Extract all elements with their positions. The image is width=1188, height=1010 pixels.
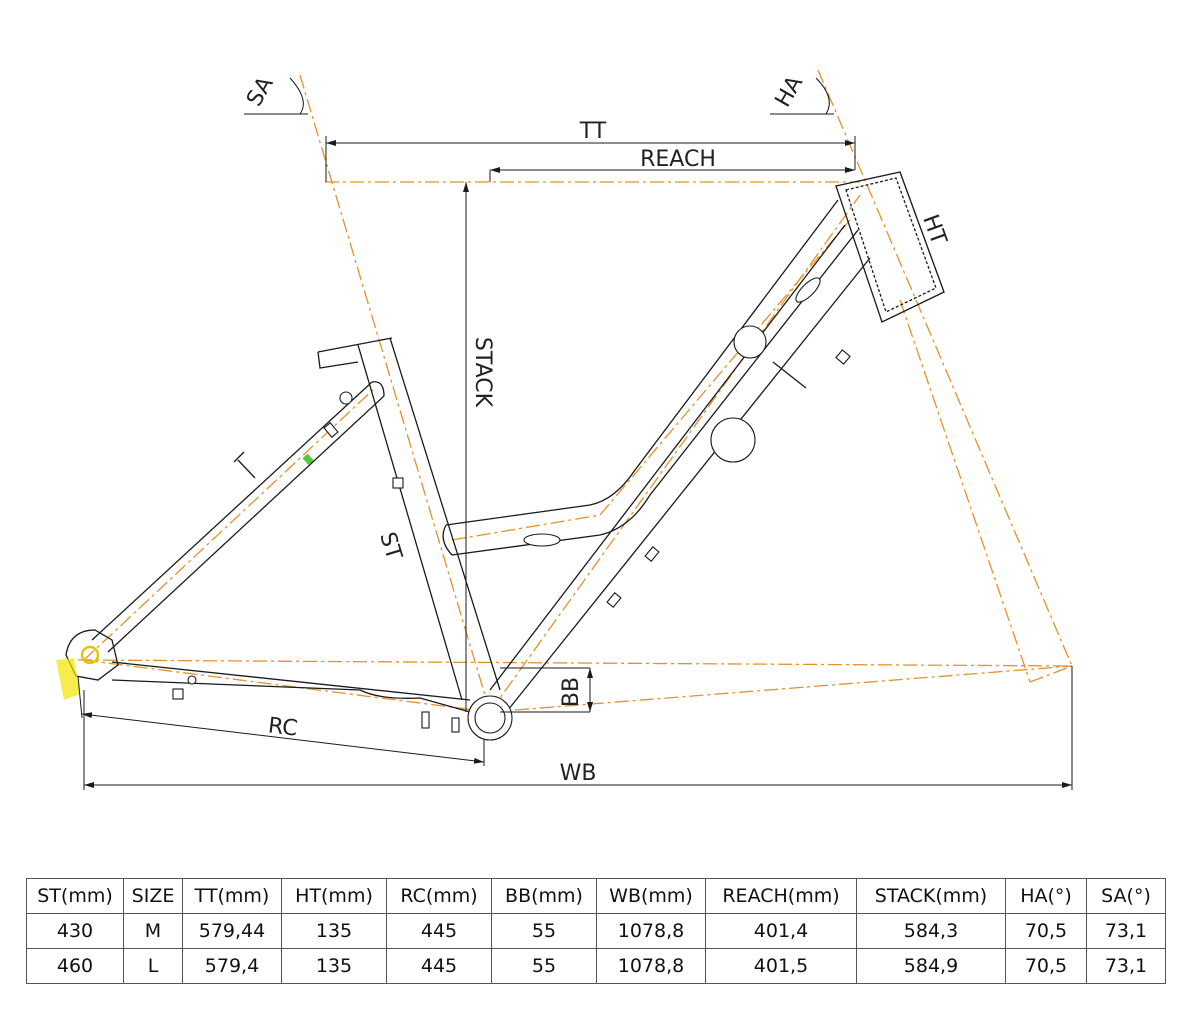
label-bb: BB — [559, 677, 584, 707]
table-header: REACH(mm) — [705, 878, 857, 914]
table-header: HT(mm) — [281, 878, 387, 914]
geometry-lines — [77, 69, 1073, 713]
dimension-lines — [77, 77, 1073, 790]
table-header: ST(mm) — [26, 878, 124, 914]
label-ht: HT — [917, 211, 951, 248]
label-stack: STACK — [470, 337, 495, 408]
table-cell: 445 — [386, 948, 492, 984]
label-wb: WB — [560, 761, 597, 786]
table-row: 430 M 579,44 135 445 55 1078,8 401,4 584… — [26, 913, 1166, 949]
geometry-table: ST(mm) SIZE TT(mm) HT(mm) RC(mm) BB(mm) … — [26, 878, 1166, 984]
table-header: WB(mm) — [596, 878, 706, 914]
table-cell: M — [123, 913, 183, 949]
table-header: TT(mm) — [182, 878, 282, 914]
label-st: ST — [374, 529, 406, 563]
frame-outline — [56, 171, 945, 741]
table-header-row: ST(mm) SIZE TT(mm) HT(mm) RC(mm) BB(mm) … — [26, 878, 1166, 914]
table-cell: 460 — [26, 948, 124, 984]
label-sa: SA — [242, 73, 278, 111]
table-cell: 70,5 — [1005, 913, 1087, 949]
table-cell: 579,44 — [182, 913, 282, 949]
table-cell: 401,4 — [705, 913, 857, 949]
table-cell: 73,1 — [1086, 948, 1166, 984]
table-cell: 579,4 — [182, 948, 282, 984]
table-cell: L — [123, 948, 183, 984]
table-cell: 55 — [491, 913, 597, 949]
table-cell: 401,5 — [705, 948, 857, 984]
table-cell: 584,3 — [856, 913, 1006, 949]
bike-frame-diagram: SA HA TT REACH HT STACK ST BB RC WB — [56, 69, 1073, 790]
table-cell: 70,5 — [1005, 948, 1087, 984]
table-cell: 1078,8 — [596, 948, 706, 984]
table-header: HA(°) — [1005, 878, 1087, 914]
table-row: 460 L 579,4 135 445 55 1078,8 401,5 584,… — [26, 948, 1166, 984]
cable-guide-icon — [302, 453, 314, 465]
dropout-highlight — [56, 658, 80, 700]
table-cell: 73,1 — [1086, 913, 1166, 949]
table-header: SA(°) — [1086, 878, 1166, 914]
label-reach: REACH — [640, 147, 716, 172]
table-cell: 584,9 — [856, 948, 1006, 984]
table-cell: 55 — [491, 948, 597, 984]
label-tt: TT — [579, 119, 607, 144]
label-ha: HA — [771, 72, 808, 112]
table-cell: 1078,8 — [596, 913, 706, 949]
label-rc: RC — [267, 713, 299, 741]
table-cell: 445 — [386, 913, 492, 949]
table-cell: 135 — [281, 913, 387, 949]
table-header: SIZE — [123, 878, 183, 914]
table-header: STACK(mm) — [856, 878, 1006, 914]
table-header: BB(mm) — [491, 878, 597, 914]
table-cell: 430 — [26, 913, 124, 949]
table-cell: 135 — [281, 948, 387, 984]
table-header: RC(mm) — [386, 878, 492, 914]
